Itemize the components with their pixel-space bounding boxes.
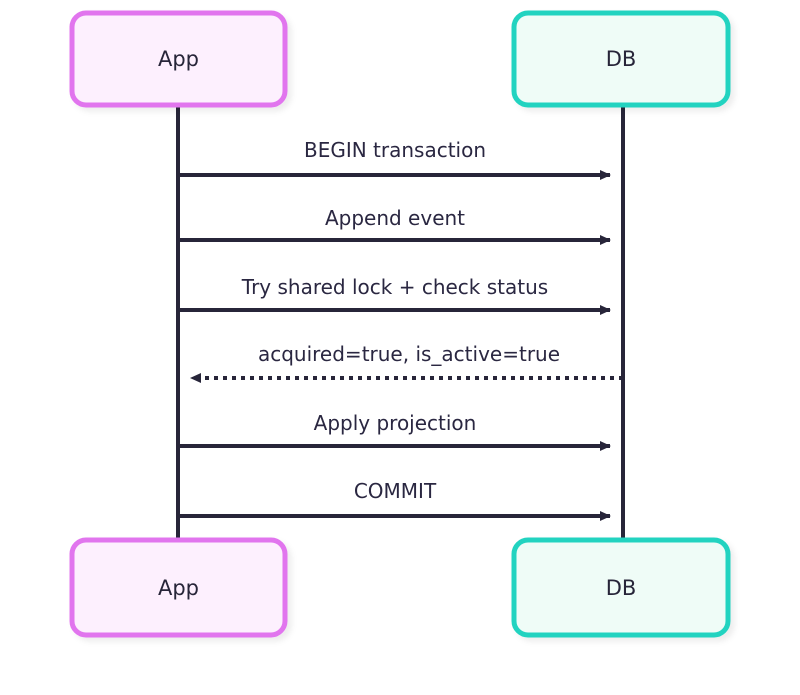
- participant-box-db-bottom[interactable]: DB: [511, 537, 731, 638]
- message-commit: COMMIT: [178, 479, 611, 521]
- message-label: BEGIN transaction: [304, 138, 486, 162]
- message-label: Try shared lock + check status: [241, 275, 548, 299]
- message-begin-transaction: BEGIN transaction: [178, 138, 611, 180]
- bottom-participants: App DB: [69, 537, 731, 638]
- participant-label-db: DB: [606, 576, 637, 600]
- participant-label-app: App: [158, 47, 199, 71]
- lifelines: [176, 105, 625, 545]
- participant-label-db: DB: [606, 47, 637, 71]
- participant-rect[interactable]: [69, 10, 288, 108]
- participant-label-app: App: [158, 576, 199, 600]
- participant-rect[interactable]: [511, 537, 731, 638]
- messages: BEGIN transaction Append event Try share…: [178, 138, 623, 521]
- top-participants: App DB: [69, 10, 731, 108]
- message-apply-projection: Apply projection: [178, 411, 611, 451]
- participant-box-db-top[interactable]: DB: [511, 10, 731, 108]
- message-label: Append event: [325, 206, 465, 230]
- message-try-shared-lock: Try shared lock + check status: [178, 275, 611, 315]
- message-label: COMMIT: [354, 479, 437, 503]
- message-label: Apply projection: [314, 411, 477, 435]
- participant-rect[interactable]: [69, 537, 288, 638]
- participant-box-app-top[interactable]: App: [69, 10, 288, 108]
- participant-box-app-bottom[interactable]: App: [69, 537, 288, 638]
- message-acquired-response: acquired=true, is_active=true: [190, 342, 623, 383]
- message-append-event: Append event: [178, 206, 611, 245]
- participant-rect[interactable]: [511, 10, 731, 108]
- message-label: acquired=true, is_active=true: [258, 342, 560, 366]
